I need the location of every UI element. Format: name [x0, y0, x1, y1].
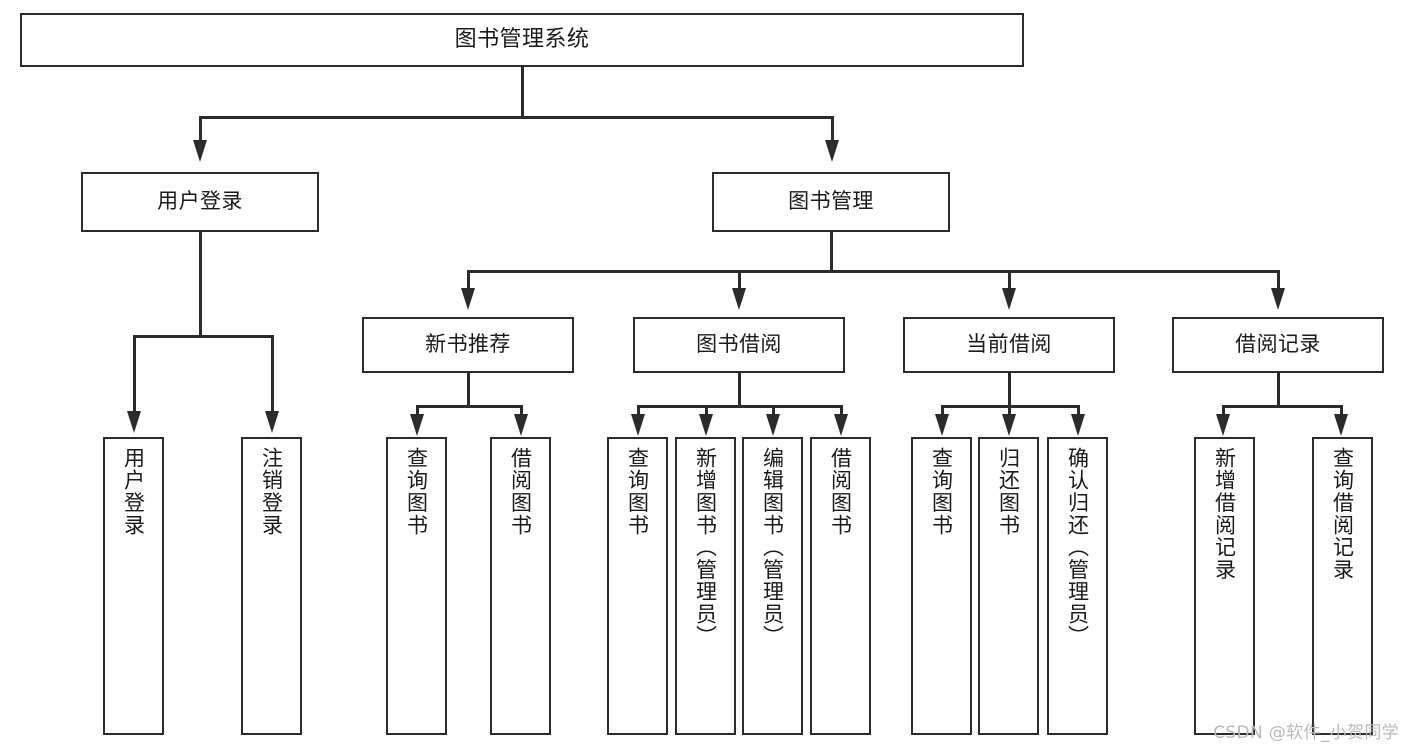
node-label: 查询图书	[929, 447, 954, 537]
arrow-root-to-book-manage	[825, 140, 839, 162]
arrow-new-book-2	[514, 414, 528, 436]
connector-root-to-user-login	[199, 116, 202, 144]
node-label: 图书借阅	[696, 332, 782, 357]
arrow-borrow-record-1	[1216, 414, 1230, 436]
connector-borrow-record-bus	[1222, 405, 1342, 408]
arrow-user-login-1	[127, 411, 141, 433]
arrow-book-manage-1	[461, 288, 475, 310]
node-label: 编辑图书（管理员）	[760, 447, 785, 648]
leaf-record-query-record[interactable]: 查询借阅记录	[1312, 437, 1373, 735]
arrow-current-borrow-3	[1071, 414, 1085, 436]
node-book-management[interactable]: 图书管理	[712, 172, 950, 232]
node-label: 图书管理系统	[454, 26, 590, 52]
node-label: 借阅图书	[508, 447, 533, 537]
connector-book-manage-drop-2	[738, 270, 741, 292]
node-current-borrow[interactable]: 当前借阅	[903, 317, 1115, 373]
node-label: 借阅图书	[828, 447, 853, 537]
connector-root-stem	[521, 67, 524, 117]
node-root-system[interactable]: 图书管理系统	[20, 13, 1024, 67]
arrow-book-manage-2	[732, 288, 746, 310]
leaf-borrow-edit-book[interactable]: 编辑图书（管理员）	[742, 437, 803, 735]
node-label: 用户登录	[121, 447, 146, 537]
connector-book-manage-drop-1	[467, 270, 470, 292]
connector-borrow-record-drop-1	[1222, 405, 1225, 421]
arrow-new-book-1	[410, 414, 424, 436]
connector-current-borrow-drop-1	[941, 405, 944, 421]
leaf-current-query-book[interactable]: 查询图书	[911, 437, 972, 735]
connector-book-manage-bus	[467, 270, 1279, 273]
leaf-logout-login[interactable]: 注销登录	[241, 437, 302, 735]
connector-new-book-drop-2	[520, 405, 523, 421]
arrow-user-login-2	[265, 411, 279, 433]
node-label: 借阅记录	[1235, 332, 1321, 357]
connector-user-login-bus	[133, 335, 273, 338]
arrow-book-manage-3	[1002, 288, 1016, 310]
node-label: 新书推荐	[425, 332, 511, 357]
connector-user-login-drop-2	[271, 335, 274, 415]
connector-user-login-drop-1	[133, 335, 136, 415]
leaf-record-add-record[interactable]: 新增借阅记录	[1194, 437, 1255, 735]
connector-book-manage-drop-3	[1008, 270, 1011, 292]
connector-new-book-stem	[467, 373, 470, 407]
node-label: 新增图书（管理员）	[693, 447, 718, 648]
node-label: 新增借阅记录	[1212, 447, 1237, 581]
leaf-borrow-add-book[interactable]: 新增图书（管理员）	[675, 437, 736, 735]
leaf-borrow-borrow-book[interactable]: 借阅图书	[810, 437, 871, 735]
connector-borrow-record-stem	[1277, 373, 1280, 407]
arrow-current-borrow-2	[1002, 414, 1016, 436]
connector-current-borrow-bus	[941, 405, 1080, 408]
node-book-borrow[interactable]: 图书借阅	[633, 317, 845, 373]
node-label: 注销登录	[259, 447, 284, 537]
arrow-current-borrow-1	[935, 414, 949, 436]
csdn-watermark: CSDN @软件_小贺同学	[1213, 723, 1399, 743]
connector-new-book-bus	[416, 405, 522, 408]
leaf-current-confirm-return[interactable]: 确认归还（管理员）	[1047, 437, 1108, 735]
connector-borrow-record-drop-2	[1340, 405, 1343, 421]
arrow-book-borrow-3	[766, 414, 780, 436]
connector-book-borrow-drop-1	[637, 405, 640, 421]
connector-book-borrow-drop-3	[772, 405, 775, 421]
node-label: 图书管理	[788, 189, 874, 214]
leaf-recommend-query-book[interactable]: 查询图书	[386, 437, 447, 735]
arrow-book-manage-4	[1271, 288, 1285, 310]
connector-book-borrow-stem	[738, 373, 741, 407]
node-label: 当前借阅	[966, 332, 1052, 357]
node-new-book-recommend[interactable]: 新书推荐	[362, 317, 574, 373]
node-label: 确认归还（管理员）	[1065, 447, 1090, 648]
leaf-recommend-borrow-book[interactable]: 借阅图书	[490, 437, 551, 735]
node-label: 查询借阅记录	[1330, 447, 1355, 581]
connector-root-bus	[199, 116, 833, 119]
arrow-borrow-record-2	[1334, 414, 1348, 436]
connector-root-to-book-manage	[831, 116, 834, 144]
node-user-login[interactable]: 用户登录	[81, 172, 319, 232]
leaf-borrow-query-book[interactable]: 查询图书	[607, 437, 668, 735]
node-label: 用户登录	[157, 189, 243, 214]
node-label: 查询图书	[625, 447, 650, 537]
arrow-book-borrow-1	[631, 414, 645, 436]
connector-current-borrow-drop-2	[1008, 405, 1011, 421]
connector-book-borrow-drop-2	[705, 405, 708, 421]
connector-current-borrow-drop-3	[1077, 405, 1080, 421]
leaf-current-return-book[interactable]: 归还图书	[978, 437, 1039, 735]
arrow-book-borrow-2	[699, 414, 713, 436]
connector-new-book-drop-1	[416, 405, 419, 421]
connector-book-borrow-drop-4	[840, 405, 843, 421]
connector-current-borrow-stem	[1008, 373, 1011, 407]
connector-book-borrow-bus	[637, 405, 842, 408]
node-borrow-record[interactable]: 借阅记录	[1172, 317, 1384, 373]
node-label: 查询图书	[404, 447, 429, 537]
leaf-user-login[interactable]: 用户登录	[103, 437, 164, 735]
node-label: 归还图书	[996, 447, 1021, 537]
connector-user-login-stem	[199, 232, 202, 336]
arrow-root-to-user-login	[193, 140, 207, 162]
connector-book-manage-drop-4	[1277, 270, 1280, 292]
connector-book-manage-stem	[830, 232, 833, 272]
arrow-book-borrow-4	[834, 414, 848, 436]
